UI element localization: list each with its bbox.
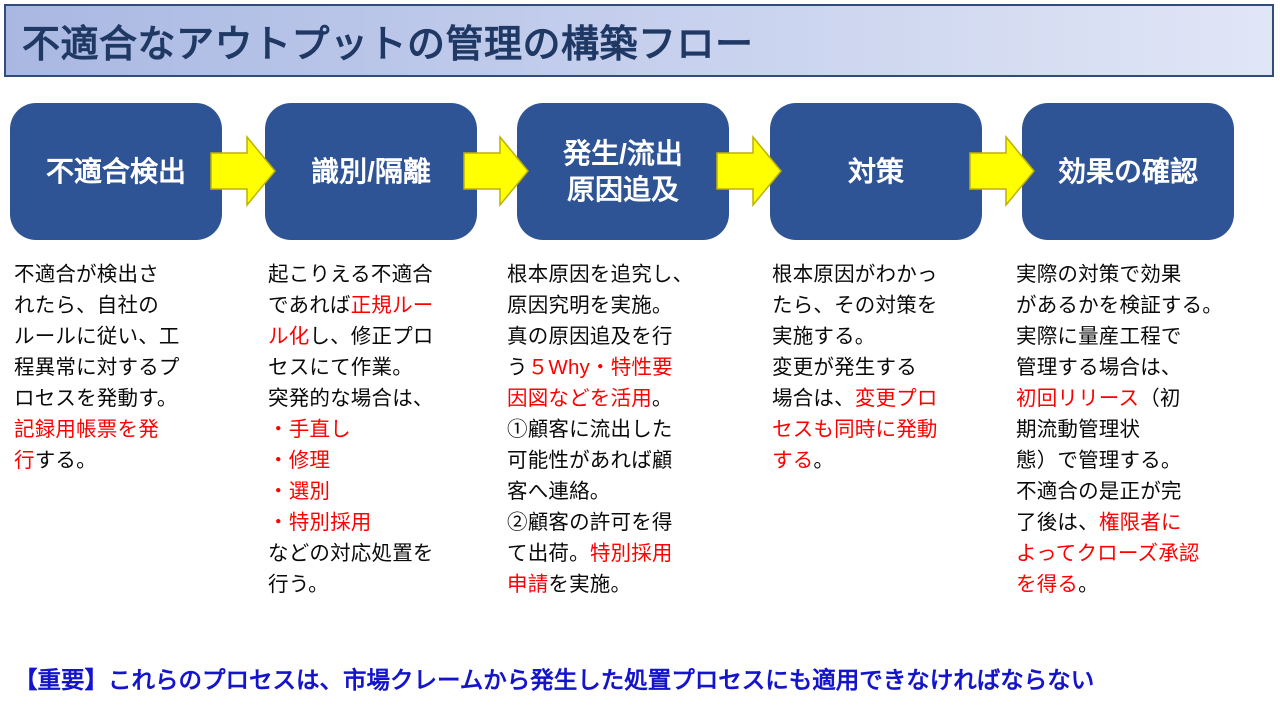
highlighted-text: 変更プロ セスも同時に発動 する	[772, 387, 938, 472]
body-text: （初 期流動管理状 態）で管理する。 不適合の是正が完 了後は、	[1016, 387, 1182, 534]
step-description-countermeasure: 根本原因がわかっ たら、その対策を 実施する。 変更が発生する 場合は、変更プロ…	[772, 259, 994, 476]
highlighted-text: ・手直し ・修理 ・選別 ・特別採用	[268, 418, 372, 534]
flow-arrow-3	[716, 131, 782, 211]
flow-step-label: 対策	[847, 155, 904, 187]
flow-step-countermeasure: 対策	[770, 103, 982, 240]
flow-arrow-2	[463, 131, 529, 211]
flow-arrow-1	[210, 131, 276, 211]
highlighted-text: ５Why・特性要 因図などを活用	[507, 356, 673, 410]
flow-step-label: 発生/流出 原因追及	[563, 137, 683, 205]
right-block-arrow-icon	[716, 134, 782, 208]
step-description-root-cause: 根本原因を追究し、 原因究明を実施。 真の原因追及を行 う５Why・特性要 因図…	[507, 259, 737, 600]
body-text: 。	[1078, 573, 1099, 596]
flow-step-label: 識別/隔離	[311, 155, 431, 187]
body-text: 根本原因がわかっ たら、その対策を 実施する。 変更が発生する 場合は、	[772, 263, 938, 410]
right-block-arrow-icon	[463, 134, 529, 208]
highlighted-text: 記録用帳票を発 行	[14, 418, 159, 472]
flow-step-effect-check: 効果の確認	[1022, 103, 1234, 240]
flow-step-label: 不適合検出	[45, 155, 186, 187]
highlighted-text: 正規ルー ル化	[268, 294, 434, 348]
flow-step-label: 効果の確認	[1057, 155, 1198, 187]
flow-arrow-4	[969, 131, 1035, 211]
title-banner: 不適合なアウトプットの管理の構築フロー	[4, 4, 1274, 77]
important-note: 【重要】これらのプロセスは、市場クレームから発生した処置プロセスにも適用できなけ…	[14, 667, 1095, 693]
right-block-arrow-icon	[210, 134, 276, 208]
flow-step-root-cause: 発生/流出 原因追及	[517, 103, 729, 240]
step-description-detection: 不適合が検出さ れたら、自社の ルールに従い、工 程異常に対するプ ロセスを発動…	[14, 259, 229, 476]
body-text: を実施。	[548, 573, 632, 596]
body-text: などの対応処置を 行う。	[268, 542, 434, 596]
body-text: し、修正プロ セスにて作業。 突発的な場合は、	[268, 325, 434, 410]
body-text: する。	[34, 449, 97, 472]
right-block-arrow-icon	[969, 134, 1035, 208]
highlighted-text: 特別採用 申請	[507, 542, 673, 596]
flow-step-identification: 識別/隔離	[265, 103, 477, 240]
step-description-effect-check: 実際の対策で効果 があるかを検証する。 実際に量産工程で 管理する場合は、 初回…	[1016, 259, 1248, 600]
body-text: 根本原因を追究し、 原因究明を実施。 真の原因追及を行 う	[507, 263, 694, 379]
highlighted-text: 権限者に よってクローズ承認 を得る	[1016, 511, 1200, 596]
step-description-identification: 起こりえる不適合 であれば正規ルー ル化し、修正プロ セスにて作業。 突発的な場…	[268, 259, 490, 600]
slide-title: 不適合なアウトプットの管理の構築フロー	[22, 24, 754, 66]
highlighted-text: 初回リリース	[1016, 387, 1140, 410]
body-text: 不適合が検出さ れたら、自社の ルールに従い、工 程異常に対するプ ロセスを発動…	[14, 263, 180, 410]
body-text: 起こりえる不適合 であれば	[268, 263, 433, 317]
body-text: 。	[813, 449, 835, 472]
flow-step-detection: 不適合検出	[10, 103, 222, 240]
body-text: 実際の対策で効果 があるかを検証する。 実際に量産工程で 管理する場合は、	[1016, 263, 1223, 379]
body-text: 。 ①顧客に流出した 可能性があれば顧 客へ連絡。 ②顧客の許可を得 て出荷。	[507, 387, 673, 565]
